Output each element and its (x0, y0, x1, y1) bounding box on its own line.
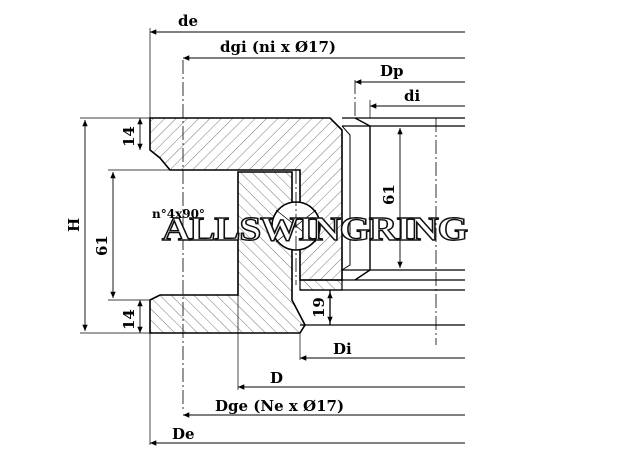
label-De: De (172, 425, 195, 443)
gear-tooth-flank (354, 117, 371, 281)
label-61-left: 61 (93, 235, 111, 256)
label-Di: Di (333, 340, 352, 358)
label-H: H (65, 218, 83, 232)
label-D: D (270, 369, 283, 387)
inner-ring-section (149, 171, 306, 334)
label-dgi: dgi (ni x Ø17) (220, 38, 336, 56)
label-chamfer: n°4x90° (152, 207, 205, 221)
gear-tooth-outline (342, 117, 465, 281)
label-de: de (178, 12, 198, 30)
gear-tooth-flank (341, 125, 351, 271)
inner-ring-web (299, 279, 343, 291)
label-14-top: 14 (120, 126, 138, 147)
label-Dge: Dge (Ne x Ø17) (215, 397, 344, 415)
label-14-bottom: 14 (120, 309, 138, 330)
label-19: 19 (310, 297, 328, 318)
watermark-text: ALLSWINGRING (162, 211, 468, 248)
label-61-right: 61 (380, 184, 398, 205)
label-Dp: Dp (380, 62, 404, 80)
label-di: di (404, 87, 420, 105)
